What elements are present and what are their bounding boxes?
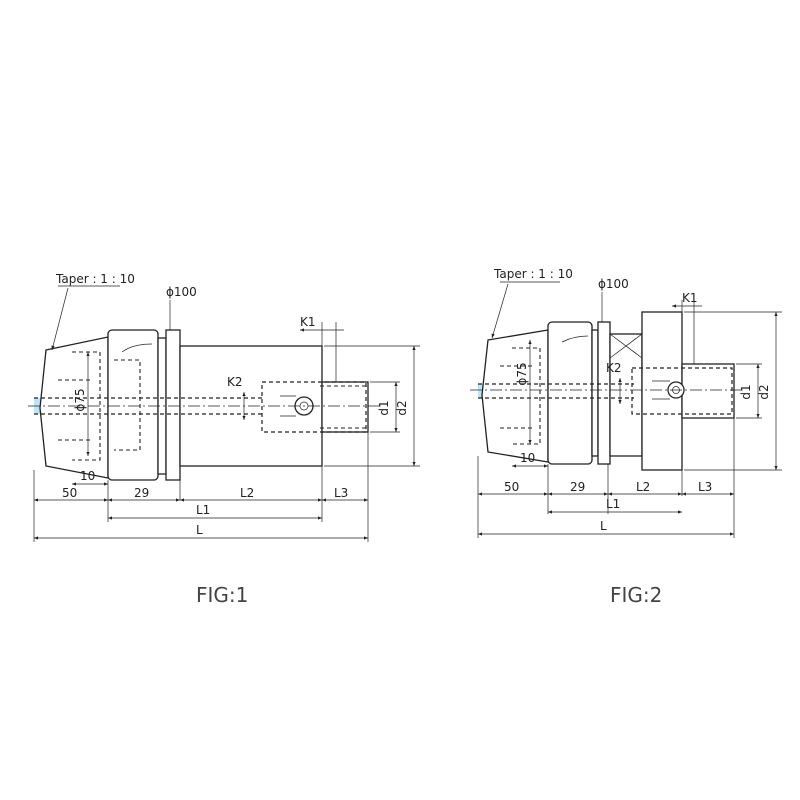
chamber-edge xyxy=(261,381,367,433)
label-dia100: ϕ100 xyxy=(166,285,197,299)
label-d1: d1 xyxy=(377,400,391,415)
label-l3: L3 xyxy=(698,480,712,494)
label-dia75: ϕ75 xyxy=(73,388,87,411)
figure-2: ϕ75 Taper : 1 : 10 ϕ100 K1 K2 d1 d2 xyxy=(470,267,782,607)
taper-shank xyxy=(481,329,549,463)
caption-fig1: FIG:1 xyxy=(196,583,248,607)
label-k2: K2 xyxy=(227,375,243,389)
label-l: L xyxy=(196,523,203,537)
label-10: 10 xyxy=(520,451,535,465)
label-d2: d2 xyxy=(757,384,771,399)
label-k1: K1 xyxy=(682,291,698,305)
nose xyxy=(321,381,369,433)
label-50: 50 xyxy=(62,486,77,500)
taper-leader-arrow xyxy=(51,287,69,351)
caption-fig2: FIG:2 xyxy=(610,583,662,607)
flange-ring xyxy=(165,329,181,481)
taper-shank-inner xyxy=(72,351,101,461)
flange-v-groove xyxy=(561,335,589,343)
label-l2: L2 xyxy=(636,480,650,494)
flange xyxy=(547,321,593,465)
label-l3: L3 xyxy=(334,486,348,500)
flange-hidden xyxy=(114,359,141,451)
nose xyxy=(681,363,735,419)
label-dia75: ϕ75 xyxy=(515,362,529,385)
label-d1: d1 xyxy=(739,384,753,399)
flange-v-groove xyxy=(121,343,153,353)
label-taper: Taper : 1 : 10 xyxy=(55,272,135,286)
taper-leader-arrow xyxy=(491,283,509,339)
label-dia100: ϕ100 xyxy=(598,277,629,291)
clamp-slot xyxy=(280,395,296,417)
label-k1: K1 xyxy=(300,315,316,329)
taper-inner-dash xyxy=(512,347,541,445)
label-k2: K2 xyxy=(606,361,622,375)
flange-ring xyxy=(597,321,611,465)
label-d2: d2 xyxy=(395,400,409,415)
label-l2: L2 xyxy=(240,486,254,500)
label-taper: Taper : 1 : 10 xyxy=(493,267,573,281)
neck xyxy=(609,333,643,457)
chamber-edge xyxy=(631,367,733,415)
label-50: 50 xyxy=(504,480,519,494)
neck-cross xyxy=(609,333,643,359)
bore-hidden xyxy=(320,385,366,429)
label-l: L xyxy=(600,519,607,533)
label-l1: L1 xyxy=(196,503,210,517)
figure-1: ϕ75 Taper : 1 : 10 ϕ100 K1 K2 d1 d2 xyxy=(28,272,420,607)
label-10: 10 xyxy=(80,469,95,483)
flange-collar xyxy=(591,329,599,457)
label-l1: L1 xyxy=(606,497,620,511)
label-29: 29 xyxy=(134,486,149,500)
label-29: 29 xyxy=(570,480,585,494)
flange xyxy=(107,329,159,481)
clamp-slot xyxy=(652,380,670,400)
